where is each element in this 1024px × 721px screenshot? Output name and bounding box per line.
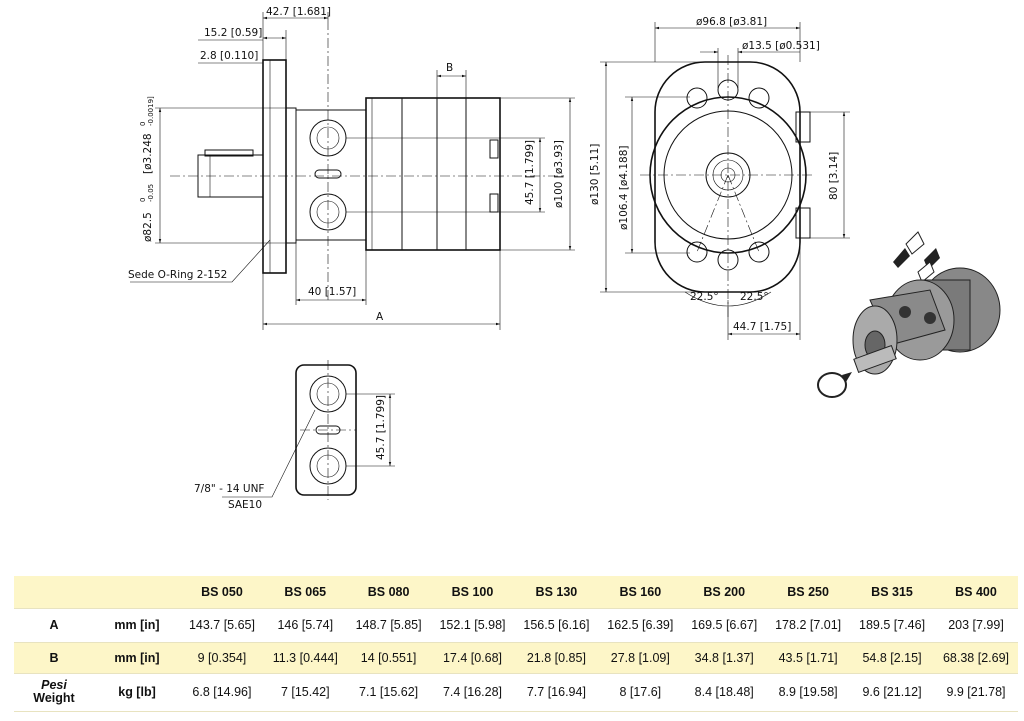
dim-13-5: ø13.5 [ø0.531]	[742, 40, 820, 52]
dim-b: B	[446, 62, 453, 74]
spec-table: BS 050 BS 065 BS 080 BS 100 BS 130 BS 16…	[14, 576, 1018, 712]
row-label-weight-en: Weight	[33, 691, 75, 705]
dim-42-7: 42.7 [1.681]	[266, 6, 331, 18]
side-view: 42.7 [1.681] 15.2 [0.59] 2.8 [0.110] B ø…	[128, 6, 575, 330]
table-row: A mm [in] 143.7 [5.65] 146 [5.74] 148.7 …	[14, 608, 1018, 642]
dim-82-5-tol-lo: -0.05	[147, 184, 155, 202]
table-cell: 152.1 [5.98]	[439, 618, 506, 632]
table-row: B mm [in] 9 [0.354] 11.3 [0.444] 14 [0.5…	[14, 642, 1018, 673]
table-header-blank	[14, 576, 180, 608]
col-header: BS 400	[955, 584, 997, 599]
table-cell: 7.1 [15.62]	[359, 685, 419, 699]
col-header: BS 250	[787, 584, 829, 599]
table-cell: 14 [0.551]	[360, 650, 417, 665]
dim-3-248: [ø3.248	[142, 133, 154, 174]
motor-isometric	[817, 231, 1001, 398]
col-header: BS 050	[201, 584, 243, 599]
dim-angle-right: 22.5°	[740, 291, 769, 303]
dim-80: 80 [3.14]	[828, 152, 840, 200]
dim-100: ø100 [ø3.93]	[553, 140, 565, 208]
table-cell: 148.7 [5.85]	[355, 618, 422, 632]
thread-note-line1: 7/8" - 14 UNF	[194, 483, 264, 495]
table-cell: 7 [15.42]	[280, 685, 330, 699]
table-cell: 27.8 [1.09]	[610, 650, 670, 665]
table-cell: 8.9 [19.58]	[778, 685, 838, 699]
dim-45-7: 45.7 [1.799]	[524, 140, 536, 205]
table-cell: 189.5 [7.46]	[859, 618, 926, 632]
table-cell: 21.8 [0.85]	[526, 650, 586, 665]
port-dim-45-7: 45.7 [1.799]	[375, 395, 387, 460]
dim-106-4: ø106.4 [ø4.188]	[618, 146, 630, 231]
table-header-row: BS 050 BS 065 BS 080 BS 100 BS 130 BS 16…	[14, 576, 1018, 608]
table-cell: 8 [17.6]	[619, 685, 662, 699]
dim-82-5-tol-hi: 0	[139, 198, 147, 202]
table-cell: 162.5 [6.39]	[607, 618, 674, 632]
table-cell: 143.7 [5.65]	[188, 618, 255, 632]
dim-96-8: ø96.8 [ø3.81]	[696, 16, 767, 28]
table-cell: 6.8 [14.96]	[192, 685, 252, 699]
col-header: BS 080	[367, 584, 410, 599]
dim-2-8: 2.8 [0.110]	[200, 50, 258, 62]
table-cell: 9 [0.354]	[197, 650, 247, 665]
technical-drawing: 42.7 [1.681] 15.2 [0.59] 2.8 [0.110] B ø…	[128, 6, 1001, 511]
col-header: BS 065	[284, 584, 327, 599]
table-cell: 7.4 [16.28]	[442, 685, 503, 699]
col-header: BS 100	[451, 584, 494, 599]
table-cell: 68.38 [2.69]	[942, 650, 1009, 665]
table-cell: 8.4 [18.48]	[694, 685, 754, 699]
dim-15-2: 15.2 [0.59]	[204, 27, 262, 39]
dim-angle-left: 22.5°	[690, 291, 719, 303]
table-cell: 156.5 [6.16]	[523, 618, 590, 632]
row-unit: mm [in]	[114, 650, 160, 665]
row-label-a: A	[49, 618, 59, 632]
col-header: BS 160	[619, 584, 662, 599]
table-cell: 146 [5.74]	[277, 618, 334, 632]
dim-3-248-tol-hi: 0	[139, 122, 147, 126]
front-view: ø96.8 [ø3.81] ø13.5 [ø0.531] ø130 [5.11]…	[589, 16, 850, 340]
dim-130: ø130 [5.11]	[589, 144, 601, 205]
table-cell: 34.8 [1.37]	[694, 650, 754, 665]
table-cell: 11.3 [0.444]	[272, 650, 338, 665]
table-cell: 169.5 [6.67]	[691, 618, 758, 632]
table-cell: 203 [7.99]	[948, 618, 1004, 632]
table-cell: 7.7 [16.94]	[526, 685, 586, 699]
thread-note-line2: SAE10	[228, 499, 262, 511]
port-view: 45.7 [1.799] 7/8" - 14 UNF SAE10	[194, 360, 395, 511]
dim-82-5: ø82.5	[142, 212, 154, 242]
row-label-b: B	[49, 650, 59, 665]
col-header: BS 315	[871, 584, 913, 599]
table-row: Pesi Weight kg [lb] 6.8 [14.96] 7 [15.42…	[14, 673, 1018, 711]
row-label-pesi: Pesi	[41, 678, 67, 692]
table-cell: 9.6 [21.12]	[862, 685, 922, 699]
table-cell: 178.2 [7.01]	[775, 618, 842, 632]
dim-3-248-tol-lo: -0.0019]	[147, 96, 155, 126]
col-header: BS 200	[703, 584, 746, 599]
col-header: BS 130	[535, 584, 578, 599]
row-label-weight: Pesi Weight	[14, 673, 94, 711]
row-unit: kg [lb]	[118, 685, 156, 699]
dim-40: 40 [1.57]	[308, 286, 356, 298]
row-unit: mm [in]	[114, 618, 160, 632]
oring-note: Sede O-Ring 2-152	[128, 269, 227, 281]
table-cell: 9.9 [21.78]	[946, 685, 1006, 699]
dim-a: A	[376, 311, 384, 323]
table-cell: 54.8 [2.15]	[862, 650, 922, 665]
dim-44-7: 44.7 [1.75]	[733, 321, 791, 333]
table-cell: 43.5 [1.71]	[778, 650, 838, 665]
table-cell: 17.4 [0.68]	[442, 650, 503, 665]
